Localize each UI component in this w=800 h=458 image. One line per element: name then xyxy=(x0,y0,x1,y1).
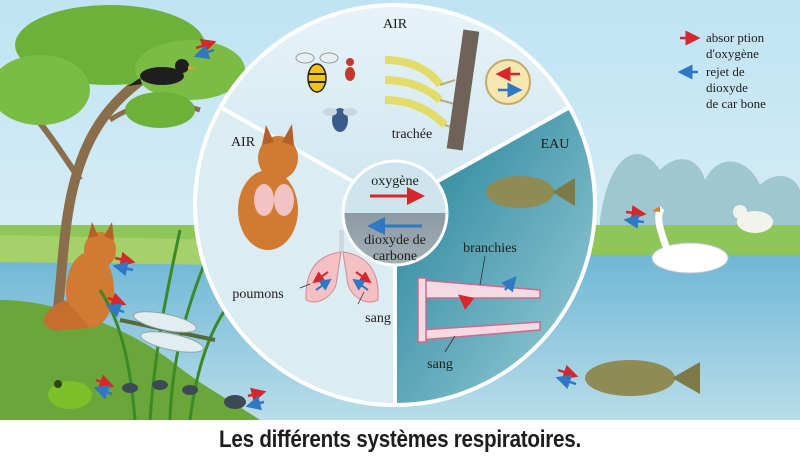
tadpole-exchange-arrows xyxy=(245,387,267,411)
blackbird xyxy=(128,59,196,86)
legend-reject-2: dioxyde xyxy=(706,80,748,95)
wasp xyxy=(295,52,339,93)
dragonfly-exchange-arrows xyxy=(105,292,127,318)
tadpoles xyxy=(122,380,246,409)
lungs xyxy=(305,230,379,303)
fox xyxy=(43,222,116,330)
bird-exchange-arrows xyxy=(193,38,217,60)
fox-exchange-arrows xyxy=(112,251,136,277)
frog xyxy=(48,380,92,409)
label-blood-gills: sang xyxy=(427,357,453,372)
sector-air-mammals xyxy=(194,107,395,406)
swan xyxy=(651,205,729,274)
figure-caption: Les différents systèmes respiratoires. xyxy=(219,426,581,453)
tree xyxy=(0,5,245,331)
trachea-system xyxy=(384,29,531,151)
sector-label-water: EAU xyxy=(541,137,570,152)
center-oxygen-label: oxygène xyxy=(371,174,418,189)
sector-label-air-top: AIR xyxy=(383,17,408,32)
legend-absorption-2: d'oxygène xyxy=(706,46,759,61)
legend-absorption: absor ption xyxy=(706,30,765,45)
swan-exchange-arrows xyxy=(623,205,647,229)
respiration-illustration: absor ption d'oxygène rejet de dioxyde d… xyxy=(0,0,800,420)
legend: absor ption d'oxygène rejet de dioxyde d… xyxy=(677,30,766,111)
label-blood-lungs: sang xyxy=(365,311,391,326)
fish xyxy=(486,176,575,208)
frog-exchange-arrows xyxy=(93,374,115,400)
respiration-wheel: AIR trachée AIR xyxy=(193,3,597,407)
fox-with-lungs xyxy=(238,124,298,250)
label-gills: branchies xyxy=(463,241,517,256)
fly xyxy=(323,108,357,132)
label-trachea: trachée xyxy=(392,127,432,142)
carp-exchange-arrows xyxy=(555,364,579,390)
legend-reject: rejet de xyxy=(706,64,745,79)
center-co2-label-1: dioxyde de xyxy=(364,233,426,248)
center-co2-label-2: carbone xyxy=(373,249,417,264)
legend-reject-3: de car bone xyxy=(706,96,766,111)
label-lungs: poumons xyxy=(232,287,283,302)
dragonfly xyxy=(119,311,216,353)
ant xyxy=(345,58,355,81)
lamb xyxy=(733,205,773,233)
sector-label-air-left: AIR xyxy=(231,135,256,150)
carp xyxy=(585,360,700,396)
gills xyxy=(417,276,541,343)
